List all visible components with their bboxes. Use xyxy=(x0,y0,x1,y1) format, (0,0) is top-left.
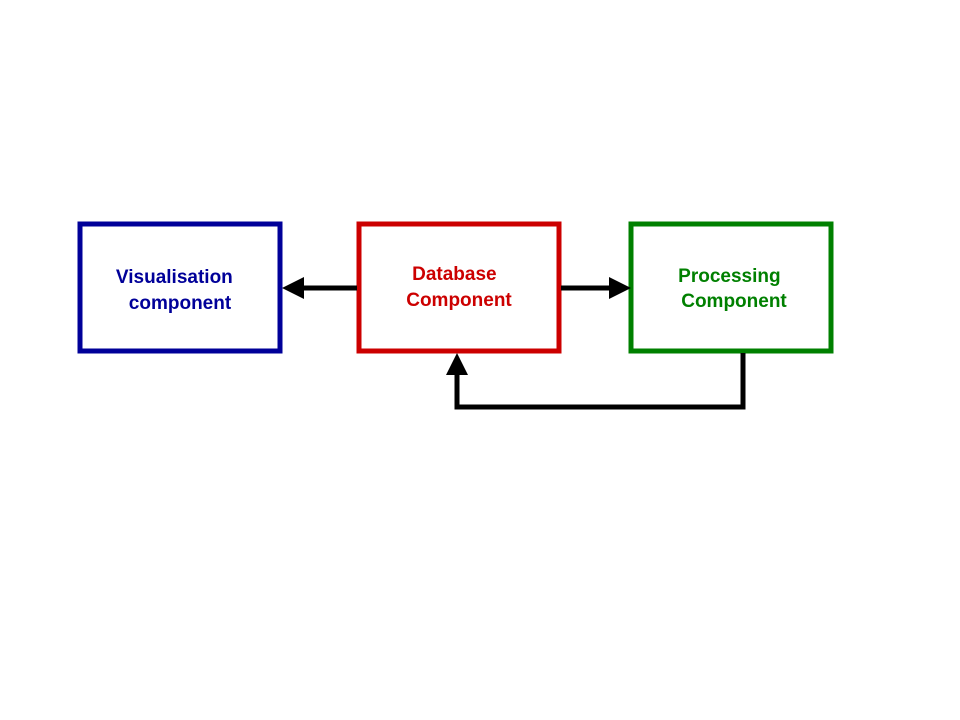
processing-component-label: Processing Component xyxy=(678,266,787,312)
arrow-processing-to-database xyxy=(446,353,746,410)
processing-component-box xyxy=(628,221,834,354)
arrow-processing-to-database-line xyxy=(454,353,746,410)
arrow-processing-to-database-head xyxy=(446,353,468,375)
arrow-database-to-processing-head xyxy=(609,277,631,299)
visualisation-component-box xyxy=(77,221,283,354)
database-component-node: Database Component xyxy=(356,221,562,354)
visualisation-component-node: Visualisation component xyxy=(77,221,283,354)
processing-component-node: Processing Component xyxy=(628,221,834,354)
visualisation-component-label: Visualisation component xyxy=(116,267,238,314)
database-component-label: Database Component xyxy=(406,264,512,311)
arrow-database-to-visualisation-head xyxy=(282,277,304,299)
database-component-box xyxy=(356,221,562,354)
arrow-database-to-visualisation xyxy=(282,277,357,299)
arrow-database-to-processing xyxy=(561,277,631,299)
